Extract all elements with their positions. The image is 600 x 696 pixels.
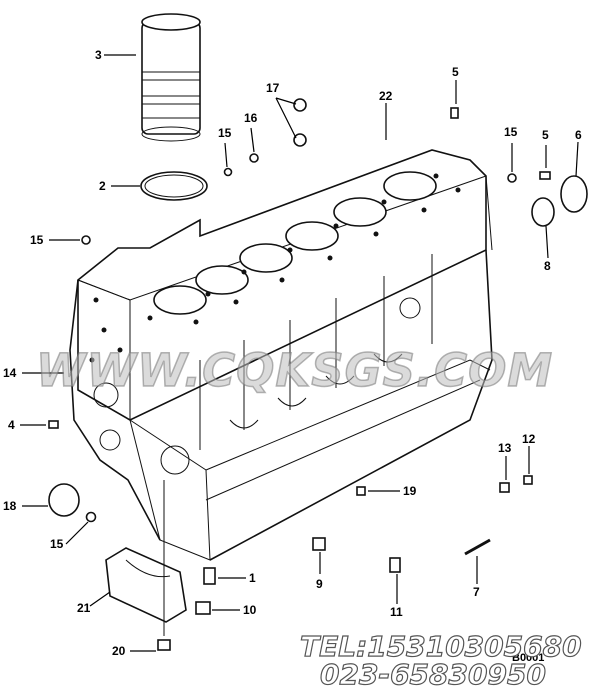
callout-15: 15 (504, 125, 518, 139)
cylinder-liner (141, 13, 201, 142)
callout-16: 16 (244, 111, 258, 125)
callout-10: 10 (243, 603, 257, 617)
callout-22: 22 (379, 89, 393, 103)
callout-18: 18 (3, 499, 17, 513)
o-ring-2 (140, 171, 208, 201)
cylinder-bores (153, 171, 437, 315)
deck-holes (89, 173, 461, 363)
callout-15: 15 (30, 233, 44, 247)
callout-9: 9 (316, 577, 323, 591)
small-plugs (48, 98, 588, 523)
callout-14: 14 (3, 366, 17, 380)
callout-5: 5 (452, 65, 459, 79)
callout-1: 1 (249, 571, 256, 585)
dowel-7 (464, 538, 491, 556)
callout-17: 17 (266, 81, 280, 95)
main-bearing-cap (105, 547, 187, 623)
callout-5: 5 (542, 128, 549, 142)
callout-13: 13 (498, 441, 512, 455)
block-webs (93, 254, 433, 475)
callout-15: 15 (218, 126, 232, 140)
callout-8: 8 (544, 259, 551, 273)
drawing-code: B0001 (512, 652, 545, 664)
callout-2: 2 (99, 179, 106, 193)
leader-lines (20, 54, 579, 652)
callout-labels: 3 2 17 16 15 22 5 15 5 6 15 8 14 4 18 15… (3, 48, 582, 658)
cap-bolt (157, 480, 171, 651)
callout-21: 21 (77, 601, 91, 615)
callout-6: 6 (575, 128, 582, 142)
callout-12: 12 (522, 432, 536, 446)
piston-cooling-nozzle (203, 567, 216, 585)
callout-20: 20 (112, 644, 126, 658)
callout-4: 4 (8, 418, 15, 432)
phone-line: TEL:15310305680 (299, 630, 582, 663)
callout-19: 19 (403, 484, 417, 498)
fitting-11 (389, 557, 401, 573)
nozzle-bracket (195, 601, 211, 615)
plug-9 (312, 537, 326, 551)
phone-line-2: 023-65830950 (319, 658, 546, 691)
callout-3: 3 (95, 48, 102, 62)
callout-15: 15 (50, 537, 64, 551)
callout-7: 7 (473, 585, 480, 599)
callout-11: 11 (390, 605, 403, 619)
watermark-text: WWW.CQKSGS.COM (35, 343, 554, 398)
